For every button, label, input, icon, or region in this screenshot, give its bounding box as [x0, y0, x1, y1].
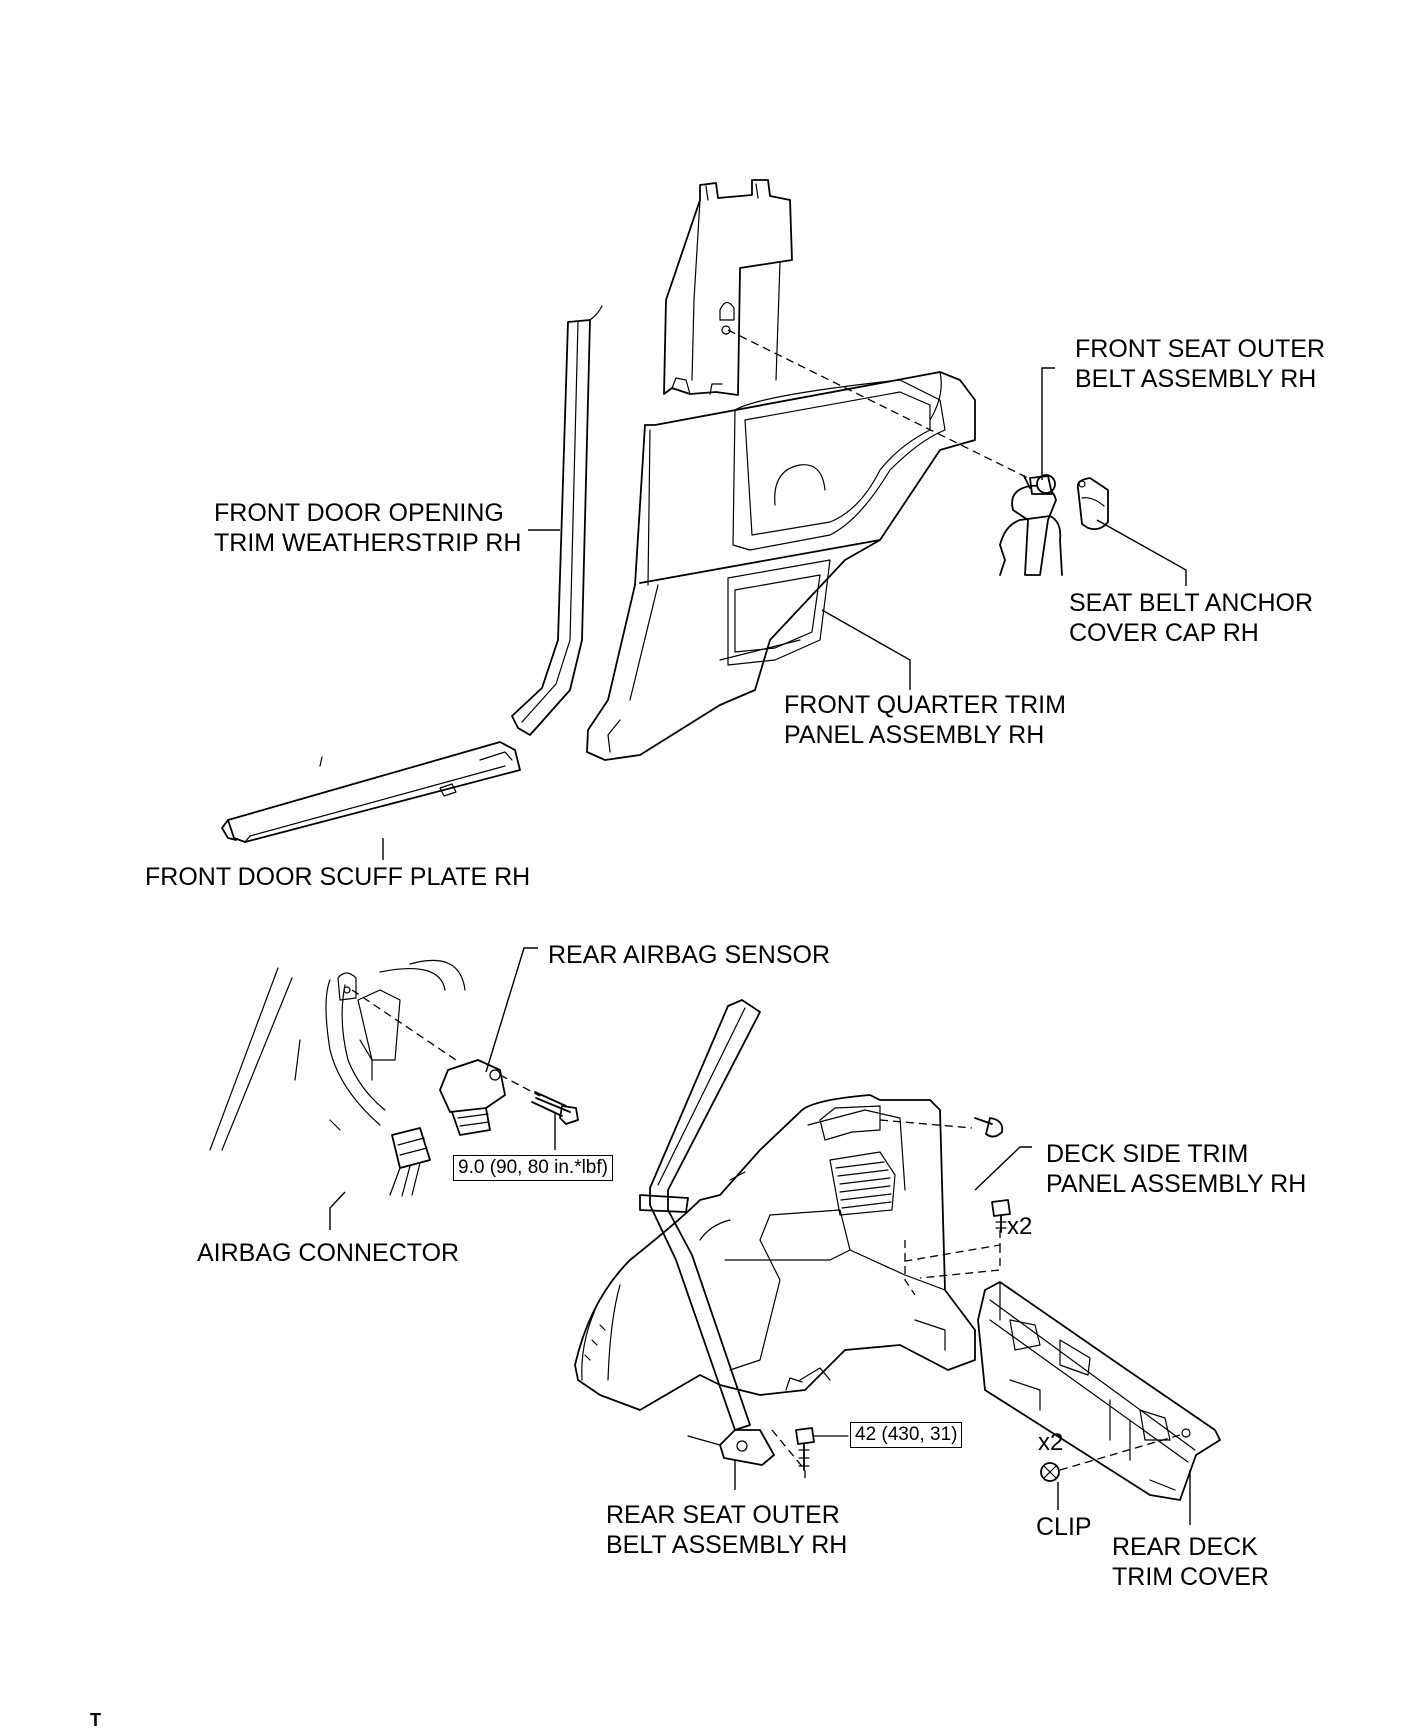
label-rear-deck-trim-cover: REAR DECK TRIM COVER	[1112, 1532, 1269, 1592]
airbag-sensor-bolt	[531, 1091, 579, 1125]
label-line: BELT ASSEMBLY RH	[606, 1531, 848, 1559]
label-line: FRONT DOOR OPENING	[214, 499, 504, 527]
deck-side-clip	[991, 1199, 1011, 1233]
label-line: REAR SEAT OUTER	[606, 1501, 840, 1529]
label-line: FRONT QUARTER TRIM	[784, 691, 1066, 719]
label-airbag-connector: AIRBAG CONNECTOR	[197, 1238, 459, 1268]
label-line: DECK SIDE TRIM	[1046, 1140, 1249, 1168]
deck-side-screw	[974, 1117, 1004, 1138]
rear-belt-bolt	[795, 1427, 849, 1471]
front-seat-belt-anchor	[999, 474, 1063, 576]
front-door-opening-weatherstrip	[511, 305, 603, 736]
label-front-door-opening-trim: FRONT DOOR OPENING TRIM WEATHERSTRIP RH	[214, 498, 521, 558]
rear-airbag-sensor	[439, 1059, 506, 1136]
torque-spec-airbag-sensor-bolt: 9.0 (90, 80 in.*lbf)	[453, 1155, 613, 1181]
label-front-door-scuff-plate: FRONT DOOR SCUFF PLATE RH	[145, 862, 530, 892]
label-line: TRIM WEATHERSTRIP RH	[214, 529, 522, 557]
label-deck-side-trim-panel: DECK SIDE TRIM PANEL ASSEMBLY RH	[1046, 1139, 1306, 1199]
label-rear-seat-outer-belt: REAR SEAT OUTER BELT ASSEMBLY RH	[606, 1500, 847, 1560]
label-seat-belt-anchor-cover-cap: SEAT BELT ANCHOR COVER CAP RH	[1069, 588, 1313, 648]
label-rear-airbag-sensor: REAR AIRBAG SENSOR	[548, 940, 830, 970]
label-line: PANEL ASSEMBLY RH	[1046, 1170, 1307, 1198]
label-line: TRIM COVER	[1112, 1563, 1269, 1591]
airbag-connector	[389, 1127, 431, 1197]
label-line: REAR DECK	[1112, 1533, 1258, 1561]
quantity-rear-deck-clip: x2	[1038, 1429, 1064, 1456]
rear-deck-trim-cover	[977, 1281, 1221, 1501]
corner-mark: T	[90, 1710, 101, 1730]
label-line: SEAT BELT ANCHOR	[1069, 589, 1314, 617]
rear-deck-clip	[1040, 1462, 1060, 1482]
label-front-seat-outer-belt: FRONT SEAT OUTER BELT ASSEMBLY RH	[1075, 334, 1325, 394]
front-quarter-trim-panel	[586, 371, 976, 761]
label-line: REAR AIRBAG SENSOR	[548, 941, 831, 969]
label-line: FRONT DOOR SCUFF PLATE RH	[145, 863, 531, 891]
label-line: CLIP	[1036, 1513, 1092, 1541]
label-line: COVER CAP RH	[1069, 619, 1259, 647]
body-panel-lines	[209, 959, 466, 1151]
center-pillar-upper-garnish	[663, 179, 793, 396]
deck-side-trim-panel	[574, 1094, 976, 1411]
label-line: AIRBAG CONNECTOR	[197, 1239, 460, 1267]
torque-spec-rear-belt-bolt: 42 (430, 31)	[850, 1422, 963, 1448]
label-line: PANEL ASSEMBLY RH	[784, 721, 1045, 749]
label-line: BELT ASSEMBLY RH	[1075, 365, 1317, 393]
front-door-scuff-plate	[221, 741, 521, 843]
quantity-deck-side-clip: x2	[1007, 1213, 1033, 1240]
label-line: FRONT SEAT OUTER	[1075, 335, 1326, 363]
label-front-quarter-trim-panel: FRONT QUARTER TRIM PANEL ASSEMBLY RH	[784, 690, 1066, 750]
label-clip: CLIP	[1036, 1512, 1092, 1542]
seat-belt-anchor-cover-cap	[1076, 477, 1109, 531]
